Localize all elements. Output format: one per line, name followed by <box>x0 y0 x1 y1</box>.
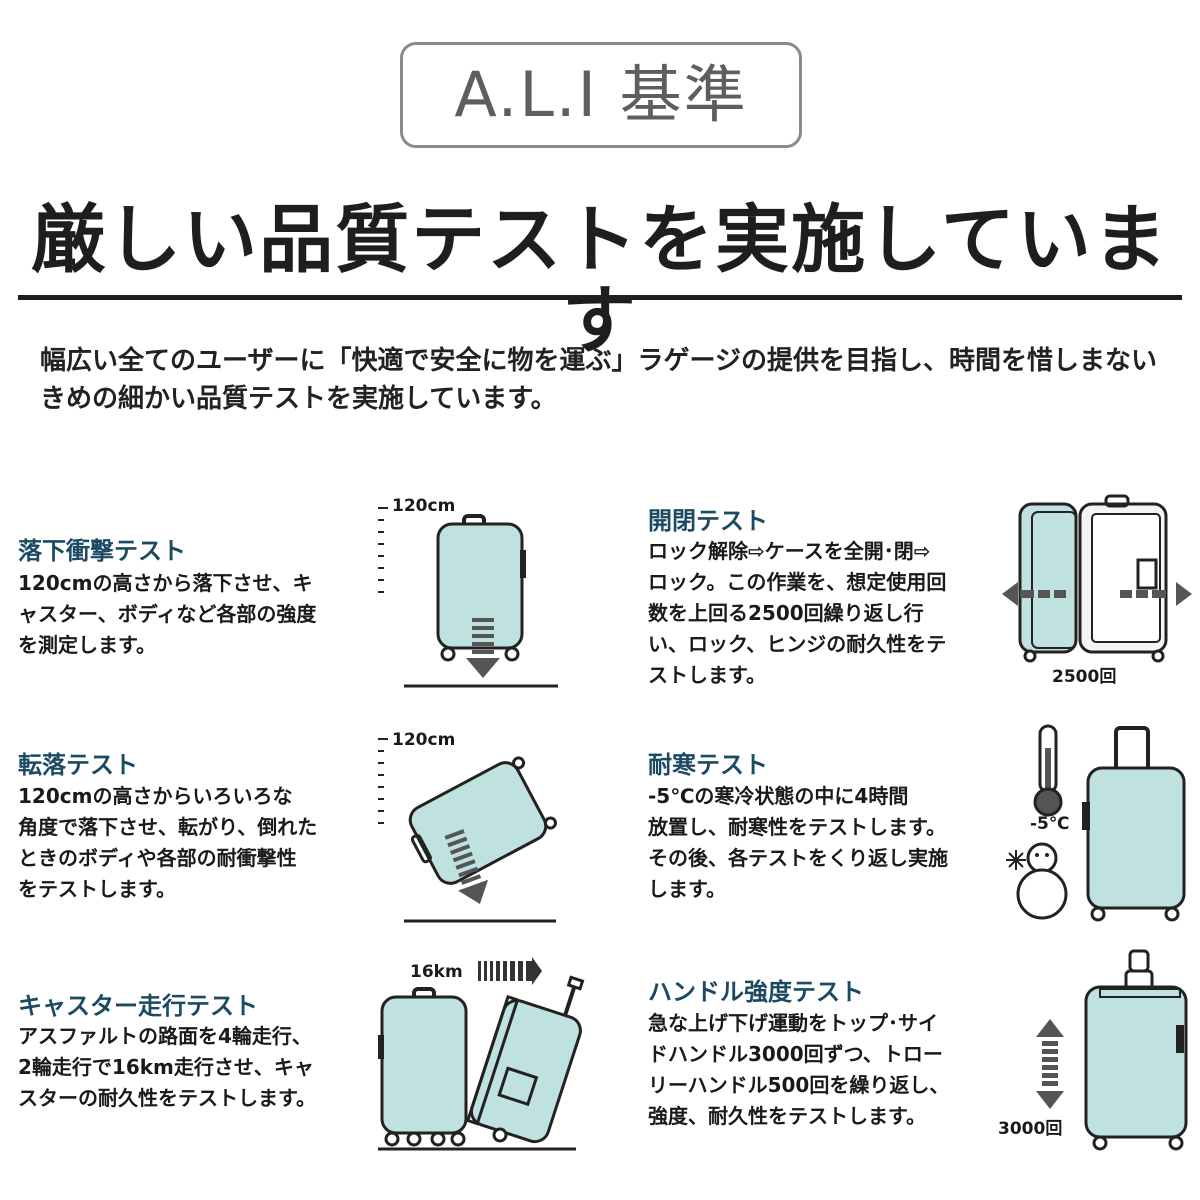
cold-test-title: 耐寒テスト <box>648 751 768 779</box>
cold-test-line: 放置し、耐寒性をテストします。 <box>648 815 946 839</box>
caster-test-description: アスファルトの路面を4輪走行、 2輪走行で16km走行させ、キャ スターの耐久性… <box>18 1021 316 1114</box>
open-close-test-line: ストします。 <box>648 663 766 687</box>
cold-test-line: その後、各テストをくり返し実施 <box>648 846 948 870</box>
open-close-test-line: 数を上回る2500回繰り返し行 <box>648 601 924 625</box>
tumble-test-line: をテストします。 <box>18 877 176 901</box>
caster-test-illustration <box>378 957 585 1151</box>
caster-distance-label: 16km <box>410 962 463 982</box>
caster-test-line: スターの耐久性をテストします。 <box>18 1086 316 1110</box>
tumble-test-line: 120cmの高さからいろいろな <box>18 784 293 808</box>
handle-test-illustration <box>1036 949 1188 1151</box>
open-close-test-line: ロック。この作業を、想定使用回 <box>648 570 947 594</box>
drop-test-line: を測定します。 <box>18 633 156 657</box>
drop-test-title: 落下衝撃テスト <box>18 537 186 565</box>
handle-test-line: 強度、耐久性をテストします。 <box>648 1104 926 1128</box>
tumble-test-title: 転落テスト <box>18 751 138 779</box>
ali-standard-badge: A.L.I 基準 <box>400 42 802 148</box>
handle-test-line: 急な上げ下げ運動をトップ･サイ <box>648 1011 938 1035</box>
intro-line-1: 幅広い全てのユーザーに「快適で安全に物を運ぶ」ラゲージの提供を目指し、時間を惜し… <box>40 346 1157 376</box>
handle-count-label: 3000回 <box>998 1119 1063 1139</box>
caster-test-title: キャスター走行テスト <box>18 992 258 1020</box>
drop-test-illustration <box>378 507 558 688</box>
handle-test-line: ドハンドル3000回ずつ、トロー <box>648 1042 943 1066</box>
handle-test-line: リーハンドル500回を繰り返し、 <box>648 1073 950 1097</box>
open-close-test-line: ロック解除⇨ケースを全開･閉⇨ <box>648 539 931 563</box>
tumble-height-label: 120cm <box>392 730 456 750</box>
open-close-test-description: ロック解除⇨ケースを全開･閉⇨ ロック。この作業を、想定使用回 数を上回る250… <box>648 536 946 691</box>
thermometer-icon <box>1033 724 1063 817</box>
caster-test-line: 2輪走行で16km走行させ、キャ <box>18 1055 314 1079</box>
page-headline: 厳しい品質テストを実施しています <box>31 197 1169 365</box>
open-close-test-illustration <box>1002 494 1192 663</box>
cold-test-illustration <box>1006 724 1186 922</box>
drop-test-line: ャスター、ボディなど各部の強度 <box>18 602 317 626</box>
snowflake-icon <box>1006 850 1026 870</box>
drop-test-description: 120cmの高さから落下させ、キ ャスター、ボディなど各部の強度 を測定します。 <box>18 568 316 661</box>
handle-test-title: ハンドル強度テスト <box>648 978 864 1006</box>
intro-line-2: きめの細かい品質テストを実施しています。 <box>40 384 557 414</box>
tumble-test-description: 120cmの高さからいろいろな 角度で落下させ、転がり、倒れた ときのボディや各… <box>18 781 317 905</box>
tumble-test-line: ときのボディや各部の耐衝撃性 <box>18 846 297 870</box>
open-close-test-title: 開閉テスト <box>648 507 768 535</box>
caster-test-line: アスファルトの路面を4輪走行、 <box>18 1024 312 1048</box>
cold-test-line: -5℃の寒冷状態の中に4時間 <box>648 784 909 808</box>
cold-test-description: -5℃の寒冷状態の中に4時間 放置し、耐寒性をテストします。 その後、各テストを… <box>648 781 948 905</box>
cold-test-line: します。 <box>648 877 726 901</box>
badge-text: A.L.I 基準 <box>454 58 748 131</box>
snowman-icon <box>1016 842 1068 920</box>
drop-test-line: 120cmの高さから落下させ、キ <box>18 571 313 595</box>
handle-test-description: 急な上げ下げ運動をトップ･サイ ドハンドル3000回ずつ、トロー リーハンドル5… <box>648 1008 949 1132</box>
intro-text: 幅広い全てのユーザーに「快適で安全に物を運ぶ」ラゲージの提供を目指し、時間を惜し… <box>40 342 1180 418</box>
tumble-test-line: 角度で落下させ、転がり、倒れた <box>18 815 318 839</box>
open-close-test-line: い、ロック、ヒンジの耐久性をテ <box>648 632 947 656</box>
headline-divider <box>18 295 1182 300</box>
open-close-count-label: 2500回 <box>1052 667 1117 687</box>
tumble-test-illustration <box>378 738 557 923</box>
cold-temp-label: -5℃ <box>1030 814 1070 834</box>
drop-height-label: 120cm <box>392 496 456 516</box>
